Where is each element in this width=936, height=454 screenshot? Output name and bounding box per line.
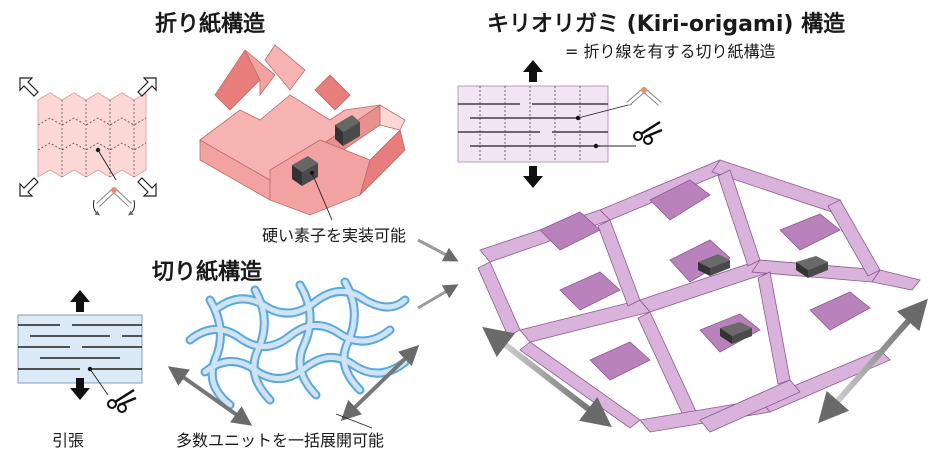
origami-flat-sheet — [37, 92, 147, 181]
arrow-icon — [417, 238, 459, 262]
double-arrow-icon — [340, 345, 420, 421]
kiri-origami-title: キリオリガミ (Kiri-origami) 構造 — [487, 12, 846, 37]
double-arrow-icon — [167, 366, 253, 426]
kiri-origami-lattice — [477, 159, 921, 433]
arrow-down-icon — [523, 166, 543, 188]
tension-caption: 引張 — [52, 431, 85, 450]
origami-folded-structure — [199, 44, 406, 221]
hard-element — [698, 254, 730, 276]
origami-title: 折り紙構造 — [155, 12, 266, 37]
pull-arrows-origami — [19, 77, 157, 197]
hard-element — [335, 115, 360, 146]
arrow-icon — [137, 177, 157, 197]
arrow-icon — [19, 77, 39, 97]
hard-element-caption: 硬い素子を実装可能 — [262, 226, 407, 245]
hard-element — [720, 322, 752, 344]
kirigami-lattice — [185, 277, 410, 410]
hard-element — [796, 256, 828, 278]
fold-icon — [93, 187, 135, 216]
arrow-icon — [417, 284, 459, 310]
scissors-icon — [107, 388, 137, 413]
fold-icon — [626, 87, 662, 106]
arrow-up-icon — [70, 290, 90, 312]
scissors-icon — [633, 120, 663, 145]
arrow-icon — [19, 177, 39, 197]
multi-unit-caption: 多数ユニットを一括展開可能 — [176, 431, 385, 450]
kirigami-title: 切り紙構造 — [152, 260, 263, 285]
kiri-origami-sheet — [457, 85, 636, 163]
arrow-down-icon — [70, 378, 90, 400]
arrow-icon — [137, 77, 157, 97]
double-arrow-icon — [818, 298, 928, 424]
arrow-up-icon — [523, 60, 543, 82]
hard-element — [292, 156, 318, 186]
kiri-origami-subtitle: = 折り線を有する切り紙構造 — [565, 42, 776, 61]
double-arrow-icon — [482, 326, 612, 428]
kirigami-sheet — [17, 314, 143, 396]
